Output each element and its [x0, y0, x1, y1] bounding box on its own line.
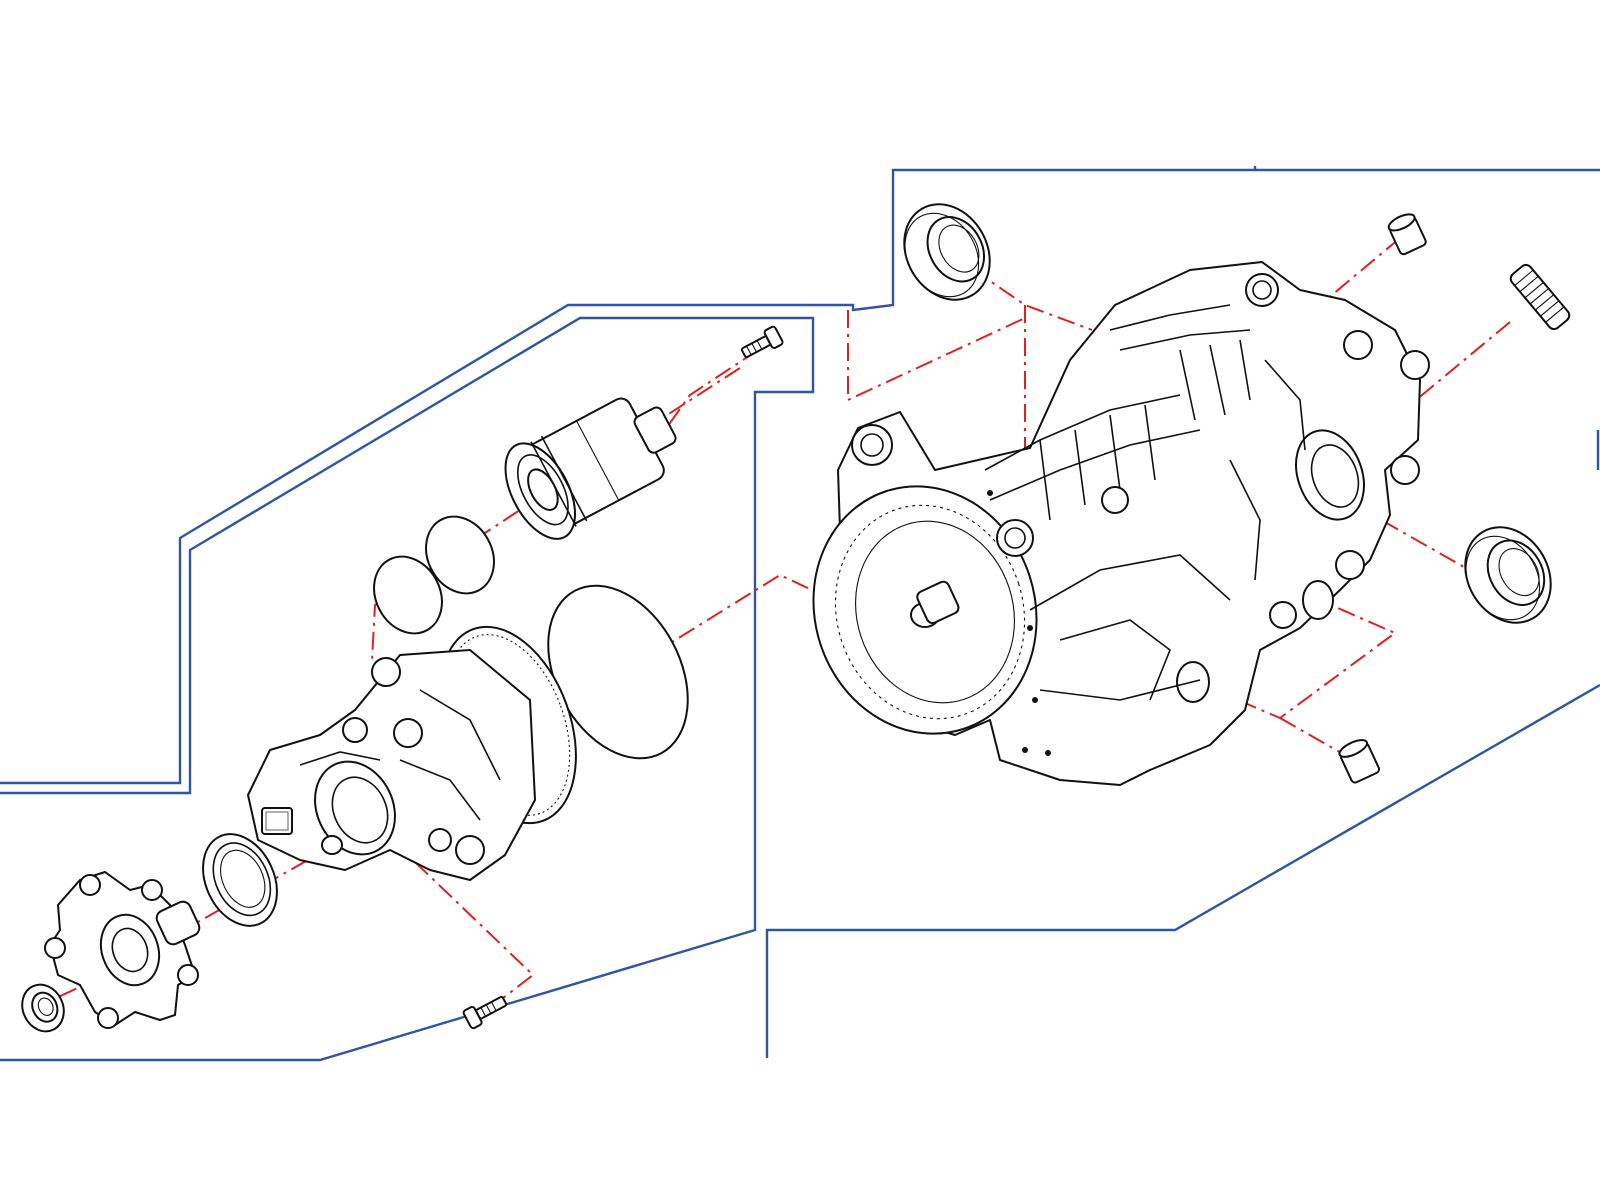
axle-seal-top[interactable] — [887, 189, 1006, 316]
stud[interactable] — [1508, 262, 1571, 331]
inner-group-frame — [0, 168, 1600, 785]
differential-housing-icon — [812, 261, 1430, 786]
leader-bolt-top — [664, 349, 759, 431]
leader-axle-seal-right — [1324, 487, 1479, 576]
o-ring-small-a[interactable] — [413, 505, 507, 606]
leader-bolt-bottom — [414, 861, 535, 1009]
leader-stud — [1409, 321, 1511, 406]
leader-axle-seal-top — [944, 249, 1093, 331]
seal-ring-icon — [1464, 526, 1552, 624]
bolt-bottom[interactable] — [462, 992, 509, 1030]
dowel-sleeve-icon — [1387, 213, 1427, 256]
actuator-motor-icon — [504, 397, 677, 540]
seal-ring-icon — [202, 833, 278, 927]
dowel-sleeve-bottom[interactable] — [1337, 737, 1381, 784]
axle-seal-right[interactable] — [1448, 512, 1567, 639]
right-group-frame — [765, 683, 1600, 1058]
drive-flange-icon — [44, 871, 201, 1029]
clutch-housing-icon — [247, 625, 577, 881]
leader-housing-left — [847, 310, 1026, 402]
seal-ring-icon — [903, 203, 991, 301]
group-frames — [0, 166, 1600, 1062]
bolt-top[interactable] — [739, 325, 784, 362]
actuator-motor[interactable] — [491, 377, 693, 550]
o-ring-small-b[interactable] — [361, 545, 455, 646]
leader-motor-axis — [371, 367, 741, 661]
bolt-icon — [462, 995, 508, 1030]
leader-dowel-top — [1319, 237, 1401, 306]
dowel-sleeve-icon — [1338, 739, 1381, 784]
bolt-icon — [740, 325, 784, 359]
threaded-stud-icon — [1509, 263, 1571, 331]
o-ring-icon — [425, 515, 495, 595]
o-ring-icon — [373, 555, 443, 635]
nut[interactable] — [15, 978, 72, 1038]
clutch-housing[interactable] — [247, 608, 601, 881]
drive-flange[interactable] — [44, 871, 202, 1029]
leader-dowel-bottom — [1279, 717, 1351, 759]
differential-housing[interactable] — [782, 261, 1430, 786]
dowel-sleeve-top[interactable] — [1386, 211, 1427, 256]
outer-group-frame — [0, 316, 815, 1062]
shaft-seal[interactable] — [189, 822, 291, 938]
nut-icon — [21, 983, 65, 1033]
